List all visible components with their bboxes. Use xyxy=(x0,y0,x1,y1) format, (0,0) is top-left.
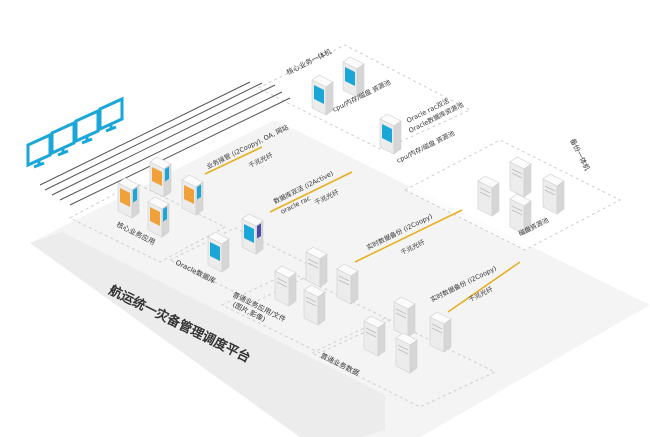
zone-core-all-in-one xyxy=(256,44,472,151)
server-icon xyxy=(363,315,386,357)
server-icon xyxy=(393,296,416,338)
monitor-icon xyxy=(50,121,76,157)
monitor-icon xyxy=(74,109,100,145)
zone-backup-all-in-one xyxy=(403,139,622,251)
monitor-icon xyxy=(26,133,52,169)
server-icon xyxy=(336,263,359,305)
server-icon xyxy=(147,196,170,238)
server-icon xyxy=(395,332,418,374)
server-icon xyxy=(274,265,297,307)
link-lines xyxy=(204,146,521,313)
server-icon xyxy=(305,246,328,288)
server-icon xyxy=(542,173,565,215)
server-icon xyxy=(509,156,532,198)
zone-label-backup-all-in-one: 备份一体机 xyxy=(568,137,592,172)
server-icon xyxy=(241,213,264,255)
server-icon xyxy=(379,113,402,155)
server-icon xyxy=(149,156,172,198)
server-icon xyxy=(303,284,326,326)
zone-core-apps xyxy=(68,182,227,263)
server-icon xyxy=(181,174,204,216)
monitor-icon xyxy=(98,97,124,133)
server-icon xyxy=(429,311,452,353)
server-icon xyxy=(117,177,140,219)
network-backbone xyxy=(39,81,291,206)
zone-general-db xyxy=(310,317,497,408)
server-icon xyxy=(207,231,230,273)
server-icon xyxy=(311,74,334,116)
platform-side-slab xyxy=(30,232,385,437)
server-icon xyxy=(477,175,500,217)
